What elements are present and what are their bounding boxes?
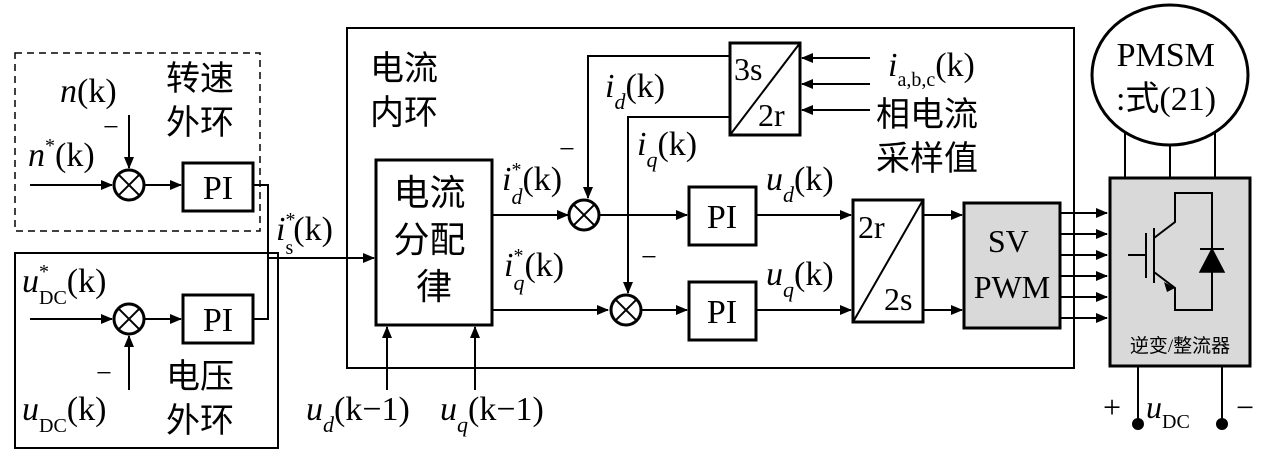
q-summing-junction (609, 293, 643, 327)
iq-feedback-line (623, 116, 730, 294)
speed-feedback-label: n(k) (60, 73, 117, 110)
current-allocation-label: 电流 分配 律 (393, 173, 474, 307)
q-minus-sign: − (641, 242, 657, 273)
current-loop-label: 电流 内环 (370, 50, 447, 132)
speed-pi-block (181, 161, 255, 213)
q-pi-block (687, 280, 758, 342)
iq-feedback-label: iq(k) (637, 126, 697, 172)
voltage-pi-label: PI (203, 302, 233, 339)
id-feedback-label: id(k) (605, 68, 665, 114)
transform-2r-2s-diagonal (852, 199, 924, 323)
d-pi-label: PI (707, 199, 737, 236)
dc-minus-label: − (1236, 389, 1254, 425)
speed-pi-label: PI (203, 170, 233, 207)
ud-prev-label: ud(k−1) (306, 391, 410, 437)
dc-plus-terminal-dot (1132, 418, 1144, 430)
svpwm-block (962, 201, 1062, 330)
voltage-minus-sign: − (96, 358, 112, 389)
current-allocation-block (374, 158, 494, 327)
id-ref-label: i*d(k) (502, 159, 562, 209)
dc-voltage-label: uDC (1146, 389, 1190, 433)
pmsm-motor (1090, 3, 1250, 147)
voltage-loop-label: 电压 外环 (166, 358, 243, 440)
inverter-label: 逆变/整流器 (1130, 335, 1230, 357)
voltage-loop-frame (14, 252, 279, 449)
dc-minus-terminal-dot (1216, 418, 1228, 430)
speed-summing-junction (112, 168, 146, 202)
svpwm-label: SV PWM (974, 223, 1050, 305)
speed-output-line (253, 184, 269, 258)
phase-current-label: 相电流 采样值 (876, 96, 987, 178)
d-summing-junction (567, 198, 601, 232)
d-minus-sign: − (559, 134, 575, 165)
speed-minus-sign: − (103, 112, 119, 143)
q-pi-label: PI (707, 294, 737, 331)
transform-2s-bottom-label: 2s (884, 281, 912, 317)
is-ref-label: i*s(k) (276, 209, 333, 259)
transform-2r-top-label: 2r (858, 209, 885, 245)
transform-3s-label: 3s (734, 51, 762, 87)
dc-plus-label: + (1103, 389, 1121, 425)
voltage-ref-label: u*DC(k) (22, 261, 106, 309)
speed-loop-label: 转速 外环 (166, 60, 243, 142)
voltage-output-line (253, 258, 269, 320)
uq-prev-label: uq(k−1) (440, 391, 544, 437)
uq-label: uq(k) (766, 256, 834, 302)
iq-ref-label: i*q(k) (504, 245, 564, 295)
current-loop-frame (346, 27, 1075, 369)
iabc-label: ia,b,c(k) (888, 47, 975, 91)
voltage-summing-junction (112, 302, 146, 336)
igbt-symbol-icon (1128, 192, 1226, 311)
voltage-feedback-label: uDC(k) (22, 391, 106, 437)
transform-3s-2r-diagonal (729, 42, 801, 136)
pmsm-label: PMSM :式(21) (1116, 37, 1223, 118)
id-feedback-line (583, 55, 730, 199)
voltage-pi-block (181, 293, 255, 345)
ud-label: ud(k) (766, 161, 834, 207)
inverter-block (1108, 176, 1252, 368)
speed-loop-frame (14, 52, 261, 232)
speed-ref-label: n*(k) (28, 135, 95, 174)
transform-2r-label: 2r (758, 97, 785, 133)
